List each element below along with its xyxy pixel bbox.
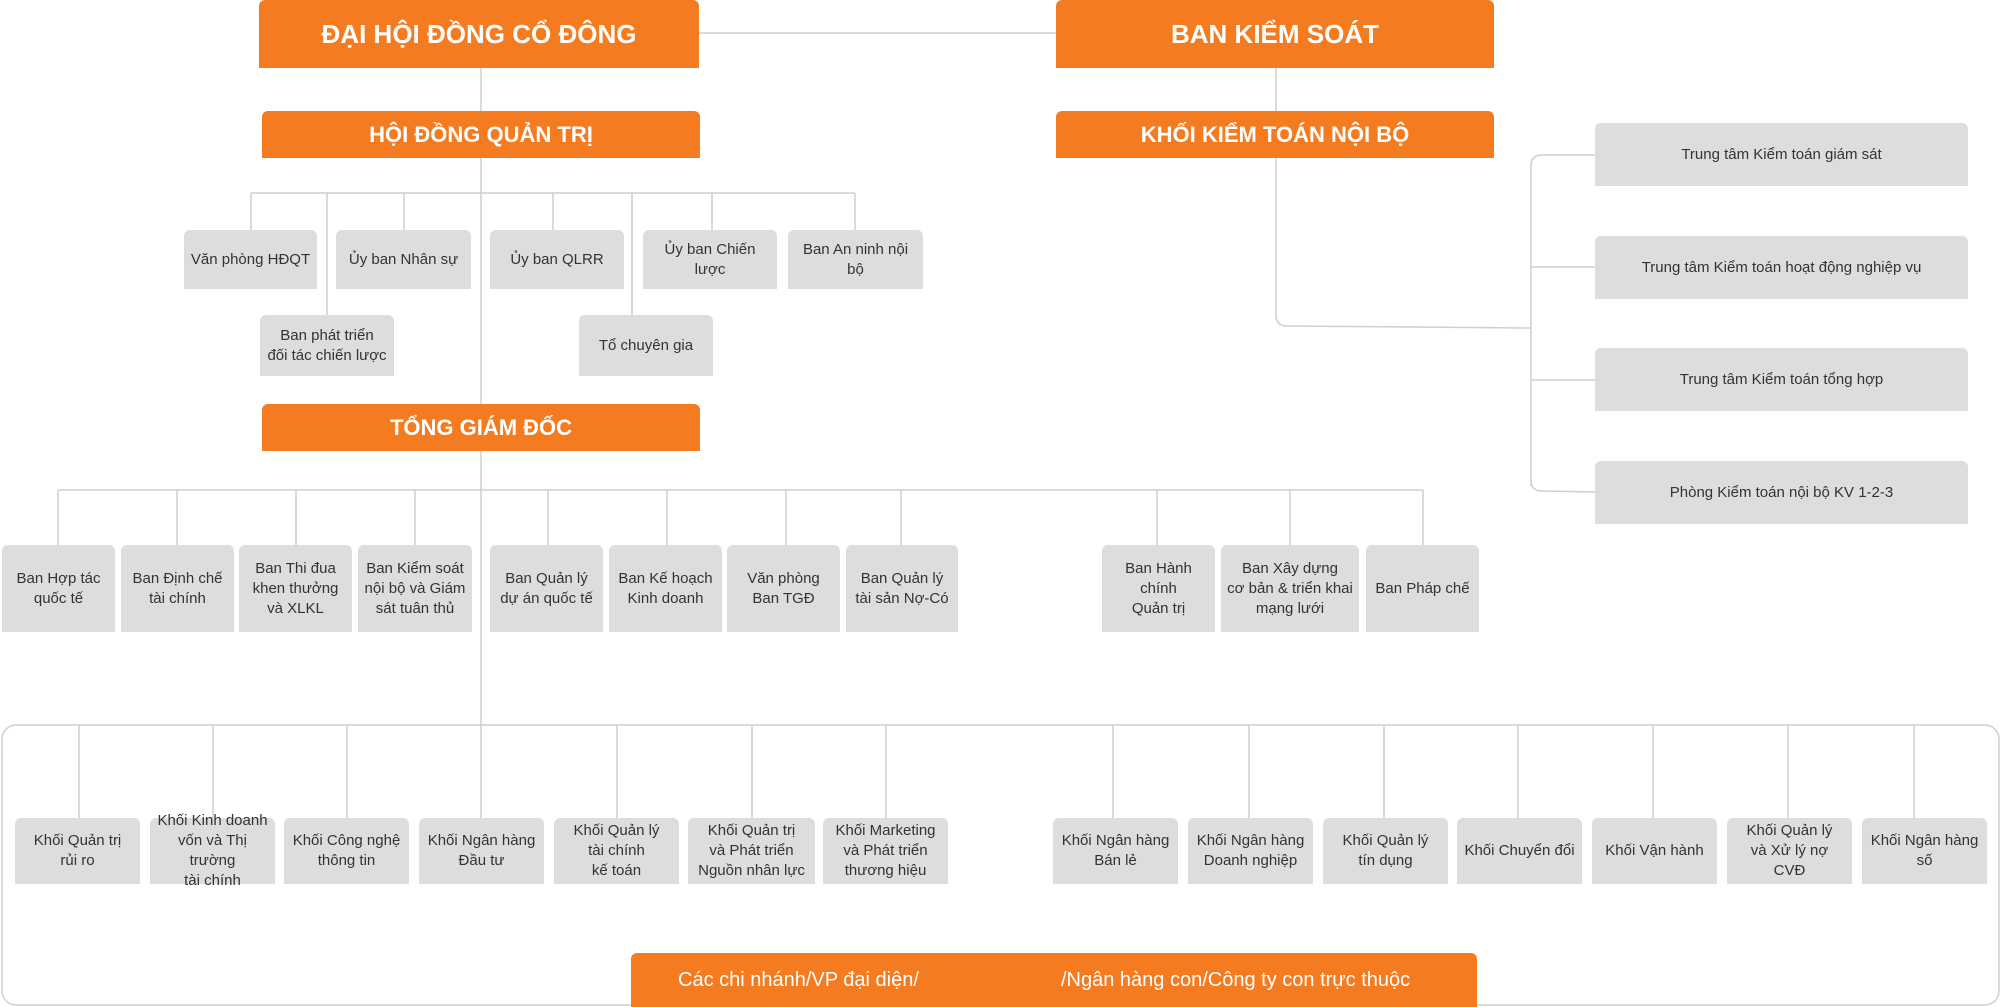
division: Khối Kinh doanh vốn và Thị trường tài ch… [150,812,275,889]
supervisory-board-box: BAN KIỂM SOÁT [1056,0,1494,68]
division: Khối Ngân hàng số [1862,818,1987,884]
ceo-box: TỔNG GIÁM ĐỐC [262,404,700,451]
branches-label: Các chi nhánh/VP đại diện/ [678,968,919,991]
division: Khối Ngân hàng Đầu tư [419,818,544,884]
board-unit: Ủy ban QLRR [490,230,624,289]
board-of-directors-box: HỘI ĐỒNG QUẢN TRỊ [262,111,700,158]
division: Khối Chuyển đổi [1457,818,1582,884]
subsidiaries-label: /Ngân hàng con/Công ty con trực thuộc [1061,968,1411,991]
division: Khối Quản lý và Xử lý nợ CVĐ [1727,818,1852,884]
ceo-department: Ban Quản lý tài sản Nợ-Có [846,545,958,632]
ceo-department: Ban Hành chính Quản trị [1102,545,1215,632]
ceo-department: Ban Kế hoạch Kinh doanh [609,545,722,632]
audit-center: Phòng Kiểm toán nội bộ KV 1-2-3 [1595,461,1968,524]
branches-subsidiaries-bar: Các chi nhánh/VP đại diện/ /Ngân hàng co… [631,953,1477,1007]
division: Khối Công nghệ thông tin [284,818,409,884]
division: Khối Quản lý tài chính kế toán [554,818,679,884]
division: Khối Quản lý tín dụng [1323,818,1448,884]
ceo-department: Ban Định chế tài chính [121,545,234,632]
board-unit: Ủy ban Chiến lược [643,230,777,289]
audit-center: Trung tâm Kiểm toán hoạt động nghiệp vụ [1595,236,1968,299]
division: Khối Quản trị và Phát triển Nguồn nhân l… [688,818,815,884]
audit-center: Trung tâm Kiểm toán tổng hợp [1595,348,1968,411]
division: Khối Vận hành [1592,818,1717,884]
board-unit: Tổ chuyên gia [579,315,713,376]
ceo-department: Ban Pháp chế [1366,545,1479,632]
ceo-department: Ban Xây dựng cơ bản & triển khai mạng lư… [1221,545,1359,632]
internal-audit-box: KHỐI KIỂM TOÁN NỘI BỘ [1056,111,1494,158]
board-unit: Ban An ninh nội bộ [788,230,923,289]
division: Khối Ngân hàng Bán lẻ [1053,818,1178,884]
board-unit: Văn phòng HĐQT [184,230,317,289]
division: Khối Ngân hàng Doanh nghiệp [1188,818,1313,884]
board-unit: Ủy ban Nhân sự [336,230,471,289]
ceo-department: Văn phòng Ban TGĐ [727,545,840,632]
shareholders-meeting-box: ĐẠI HỘI ĐỒNG CỔ ĐÔNG [259,0,699,68]
ceo-department: Ban Thi đua khen thưởng và XLKL [239,545,352,632]
ceo-department: Ban Kiểm soát nội bộ và Giám sát tuân th… [358,545,472,632]
division: Khối Quản trị rủi ro [15,818,140,884]
division: Khối Marketing và Phát triển thương hiệu [823,818,948,884]
ceo-department: Ban Hợp tác quốc tế [2,545,115,632]
audit-center: Trung tâm Kiểm toán giám sát [1595,123,1968,186]
ceo-department: Ban Quản lý dự án quốc tế [490,545,603,632]
board-unit: Ban phát triển đối tác chiến lược [260,315,394,376]
